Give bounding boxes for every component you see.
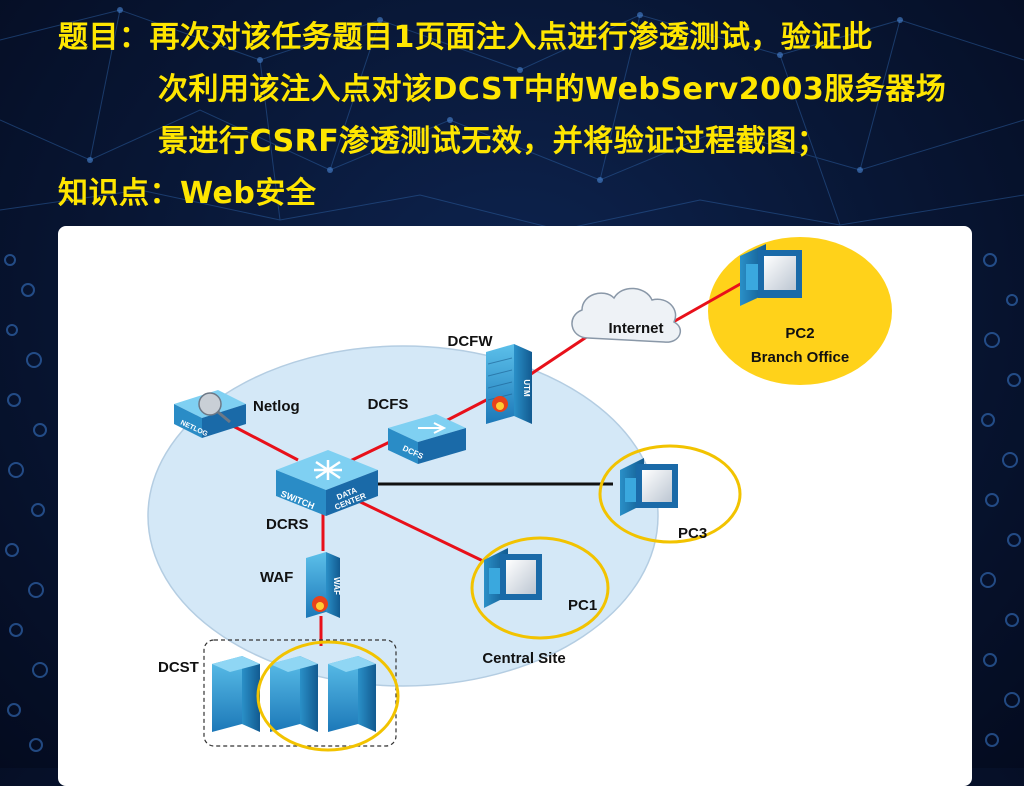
task-description: 题目：再次对该任务题目1页面注入点进行渗透测试，验证此 次利用该注入点对该DCS… <box>0 0 1024 225</box>
knowledge-value: Web安全 <box>180 176 317 211</box>
pc3-highlight <box>598 444 742 544</box>
task-text-line-2: 次利用该注入点对该DCST中的WebServ2003服务器场 <box>158 72 947 107</box>
link-switch-pc1 <box>347 494 484 563</box>
dcst-server-3-icon <box>328 656 376 732</box>
pc1-computer-icon <box>484 548 542 608</box>
pc1-label: PC1 <box>568 597 597 614</box>
pc3-computer-icon <box>620 458 678 516</box>
pc3-label: PC3 <box>678 525 707 542</box>
dcrs-switch-icon: SWITCH DATA CENTER <box>276 450 378 516</box>
dcrs-label: DCRS <box>266 516 309 533</box>
central-site-label: Central Site <box>482 650 565 667</box>
branch-office-label: Branch Office <box>751 349 849 366</box>
task-text-line-1: 再次对该任务题目1页面注入点进行渗透测试，验证此 <box>149 20 873 55</box>
link-dcfw-internet <box>527 334 589 378</box>
central-site-area <box>147 345 659 687</box>
background-network-pattern <box>0 7 1024 752</box>
knowledge-label: 知识点： <box>58 176 180 211</box>
waf-firewall-icon: WAF <box>306 552 341 618</box>
dcfs-device-icon: DCFS <box>388 414 466 464</box>
task-label: 题目： <box>58 20 150 55</box>
netlog-label: Netlog <box>253 398 300 415</box>
knowledge-line: 知识点：Web安全 <box>58 174 316 214</box>
utm-badge: UTM <box>522 379 531 397</box>
waf-badge: WAF <box>332 577 341 595</box>
dcst-cluster-box <box>203 639 397 747</box>
title-line-1: 题目：再次对该任务题目1页面注入点进行渗透测试，验证此 <box>58 18 872 58</box>
network-topology-diagram: Internet PC2 Branch Office UTM DCFW DCFS… <box>147 237 892 752</box>
dcfs-label: DCFS <box>368 396 409 413</box>
internet-cloud-icon: Internet <box>571 287 682 343</box>
dcfw-label: DCFW <box>448 333 494 350</box>
pc2-computer-icon <box>740 244 802 306</box>
link-netlog-switch <box>232 424 299 462</box>
dcst-label: DCST <box>158 659 199 676</box>
netlog-device-icon: NETLOG <box>174 390 246 438</box>
pc1-highlight <box>470 536 610 640</box>
dcst-highlight <box>256 640 400 752</box>
dcfw-firewall-icon: UTM <box>486 344 532 424</box>
waf-label: WAF <box>260 569 293 586</box>
dcst-server-1-icon <box>212 656 260 732</box>
internet-label: Internet <box>608 320 663 337</box>
task-text-line-3: 景进行CSRF渗透测试无效，并将验证过程截图； <box>158 124 828 159</box>
pc2-label: PC2 <box>785 325 814 342</box>
dcst-server-2-icon <box>270 656 318 732</box>
topology-panel: Internet PC2 Branch Office UTM DCFW DCFS… <box>58 226 972 786</box>
